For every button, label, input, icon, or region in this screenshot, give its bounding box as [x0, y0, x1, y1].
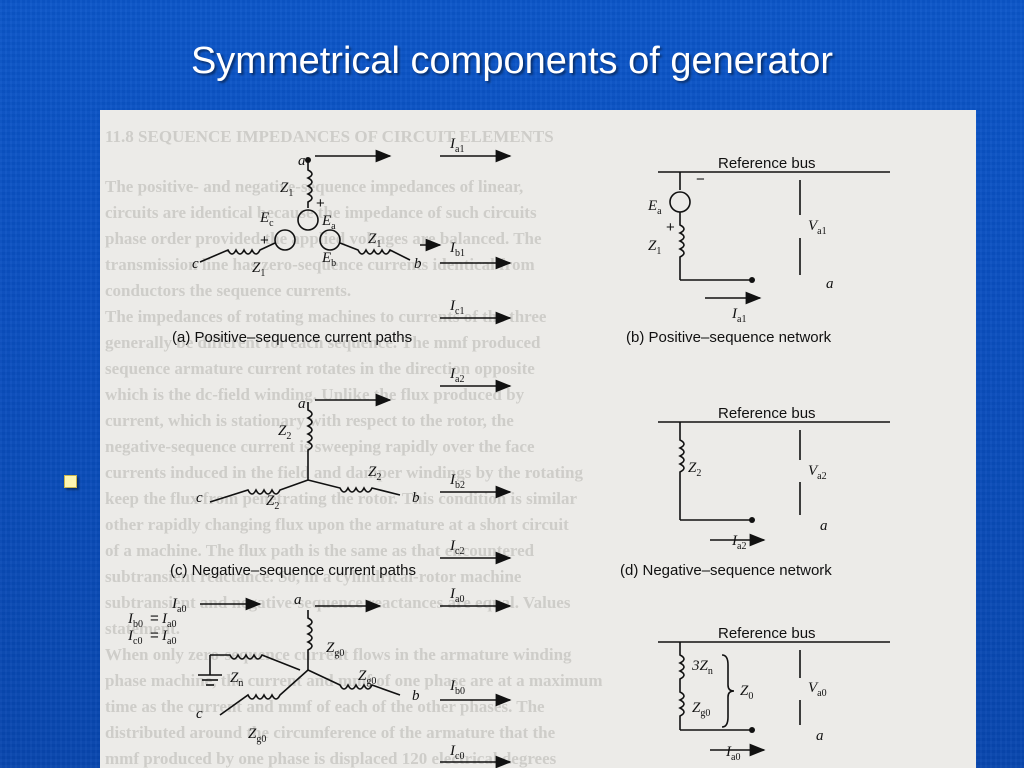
- svg-text:c: c: [196, 706, 203, 722]
- svg-text:=: =: [150, 610, 159, 627]
- svg-text:currents induced in the field: currents induced in the field and damper…: [105, 463, 583, 482]
- svg-text:current, which is stationary w: current, which is stationary with respec…: [105, 411, 514, 430]
- svg-text:Va1: Va1: [808, 218, 827, 237]
- svg-text:generally be different for eac: generally be different for each sequence…: [105, 333, 541, 352]
- panel-e-zero-sequence-paths: Ia0 a Ia0 Ib0 = Ia0 Ic0 = Ia0 Zg0 Zn Zg0…: [127, 586, 512, 768]
- caption-d: (d) Negative–sequence network: [620, 562, 832, 579]
- svg-text:Ia1: Ia1: [731, 306, 746, 325]
- background-bleed-text: 11.8 SEQUENCE IMPEDANCES OF CIRCUIT ELEM…: [105, 127, 603, 768]
- svg-text:−: −: [696, 171, 705, 188]
- svg-text:transmission line has zero-seq: transmission line has zero-sequence curr…: [105, 255, 535, 274]
- svg-text:negative-sequence current is s: negative-sequence current is sweeping ra…: [105, 437, 535, 456]
- svg-text:Ia0: Ia0: [725, 744, 740, 763]
- svg-text:a: a: [298, 153, 306, 169]
- svg-text:b: b: [412, 688, 420, 704]
- panel-f-zero-sequence-network: Reference bus 3Zn Zg0 Z0 Ia0 Va0 a: [658, 625, 890, 763]
- svg-text:Zg0: Zg0: [692, 700, 710, 719]
- slide-title: Symmetrical components of generator: [190, 40, 834, 82]
- caption-a: (a) Positive–sequence current paths: [172, 329, 412, 346]
- svg-text:of a machine. The flux path is: of a machine. The flux path is the same …: [105, 541, 535, 560]
- svg-text:Ia2: Ia2: [731, 533, 746, 552]
- caption-c: (c) Negative–sequence current paths: [170, 562, 416, 579]
- panel-a-positive-sequence-paths: Ia1 a Z1 + Ea Ec + Eb Z1 c Z1 b Ib1 Ic1: [172, 136, 512, 346]
- svg-text:3Zn: 3Zn: [691, 658, 713, 677]
- svg-text:Z1: Z1: [648, 238, 661, 257]
- scanned-figure: 11.8 SEQUENCE IMPEDANCES OF CIRCUIT ELEM…: [100, 110, 976, 768]
- circuit-diagram: 11.8 SEQUENCE IMPEDANCES OF CIRCUIT ELEM…: [105, 127, 890, 768]
- svg-text:The impedances of rotating mac: The impedances of rotating machines to c…: [105, 307, 547, 326]
- svg-text:mmf produced by one phase is d: mmf produced by one phase is displaced 1…: [105, 749, 557, 768]
- panel-d-negative-sequence-network: Reference bus Z2 Ia2 Va2 a (d) Negative–…: [620, 405, 890, 579]
- svg-text:other rapidly changing flux up: other rapidly changing flux upon the arm…: [105, 515, 569, 534]
- svg-text:b: b: [412, 490, 420, 506]
- bullet-point: [64, 475, 77, 488]
- panel-c-negative-sequence-paths: Ia2 a Z2 Z2 c Z2 b Ib2 Ic2 (c) Negative–…: [170, 366, 512, 579]
- svg-text:Va2: Va2: [808, 463, 827, 482]
- svg-text:=: =: [150, 627, 159, 644]
- svg-text:keep the flux from penetrating: keep the flux from penetrating the rotor…: [105, 489, 578, 508]
- panel-b-positive-sequence-network: Reference bus − Ea + Z1 Ia1 Va1 a (b) Po…: [626, 155, 890, 346]
- svg-text:statement.: statement.: [105, 619, 180, 638]
- svg-text:a: a: [294, 592, 302, 608]
- svg-text:a: a: [820, 518, 828, 534]
- svg-text:distributed around the circumf: distributed around the circumference of …: [105, 723, 556, 742]
- svg-text:a: a: [816, 728, 824, 744]
- svg-text:+: +: [260, 232, 269, 249]
- bus-label-e: Reference bus: [718, 625, 816, 642]
- svg-text:+: +: [316, 195, 325, 212]
- svg-text:+: +: [666, 219, 675, 236]
- svg-text:b: b: [414, 256, 422, 272]
- svg-text:When only zero-sequence curren: When only zero-sequence current flows in…: [105, 645, 572, 664]
- bus-label-d: Reference bus: [718, 405, 816, 422]
- caption-b: (b) Positive–sequence network: [626, 329, 832, 346]
- svg-text:c: c: [192, 256, 199, 272]
- svg-text:The positive- and negative-seq: The positive- and negative-sequence impe…: [105, 177, 523, 196]
- svg-text:Ea: Ea: [647, 198, 662, 217]
- bus-label-b: Reference bus: [718, 155, 816, 172]
- svg-text:Va0: Va0: [808, 680, 827, 699]
- svg-text:Z2: Z2: [688, 460, 701, 479]
- svg-text:time as the current and mmf of: time as the current and mmf of each of t…: [105, 697, 545, 716]
- svg-text:a: a: [298, 396, 306, 412]
- svg-text:sequence armature current rota: sequence armature current rotates in the…: [105, 359, 535, 378]
- svg-text:c: c: [196, 490, 203, 506]
- svg-text:a: a: [826, 276, 834, 292]
- svg-text:which is the dc-field winding.: which is the dc-field winding. Unlike th…: [105, 385, 525, 404]
- svg-text:conductors the sequence curren: conductors the sequence currents.: [105, 281, 351, 300]
- svg-text:Z0: Z0: [740, 683, 753, 702]
- svg-text:circuits are identical because: circuits are identical because the imped…: [105, 203, 537, 222]
- svg-text:11.8 SEQUENCE IMPEDANCES OF CI: 11.8 SEQUENCE IMPEDANCES OF CIRCUIT ELEM…: [105, 127, 554, 146]
- svg-text:subtransient reactance. So, in: subtransient reactance. So, in a cylindr…: [105, 567, 522, 586]
- svg-text:phase machine, the current and: phase machine, the current and mmf of on…: [105, 671, 603, 690]
- svg-text:subtransient and negative-sequ: subtransient and negative-sequence react…: [105, 593, 571, 612]
